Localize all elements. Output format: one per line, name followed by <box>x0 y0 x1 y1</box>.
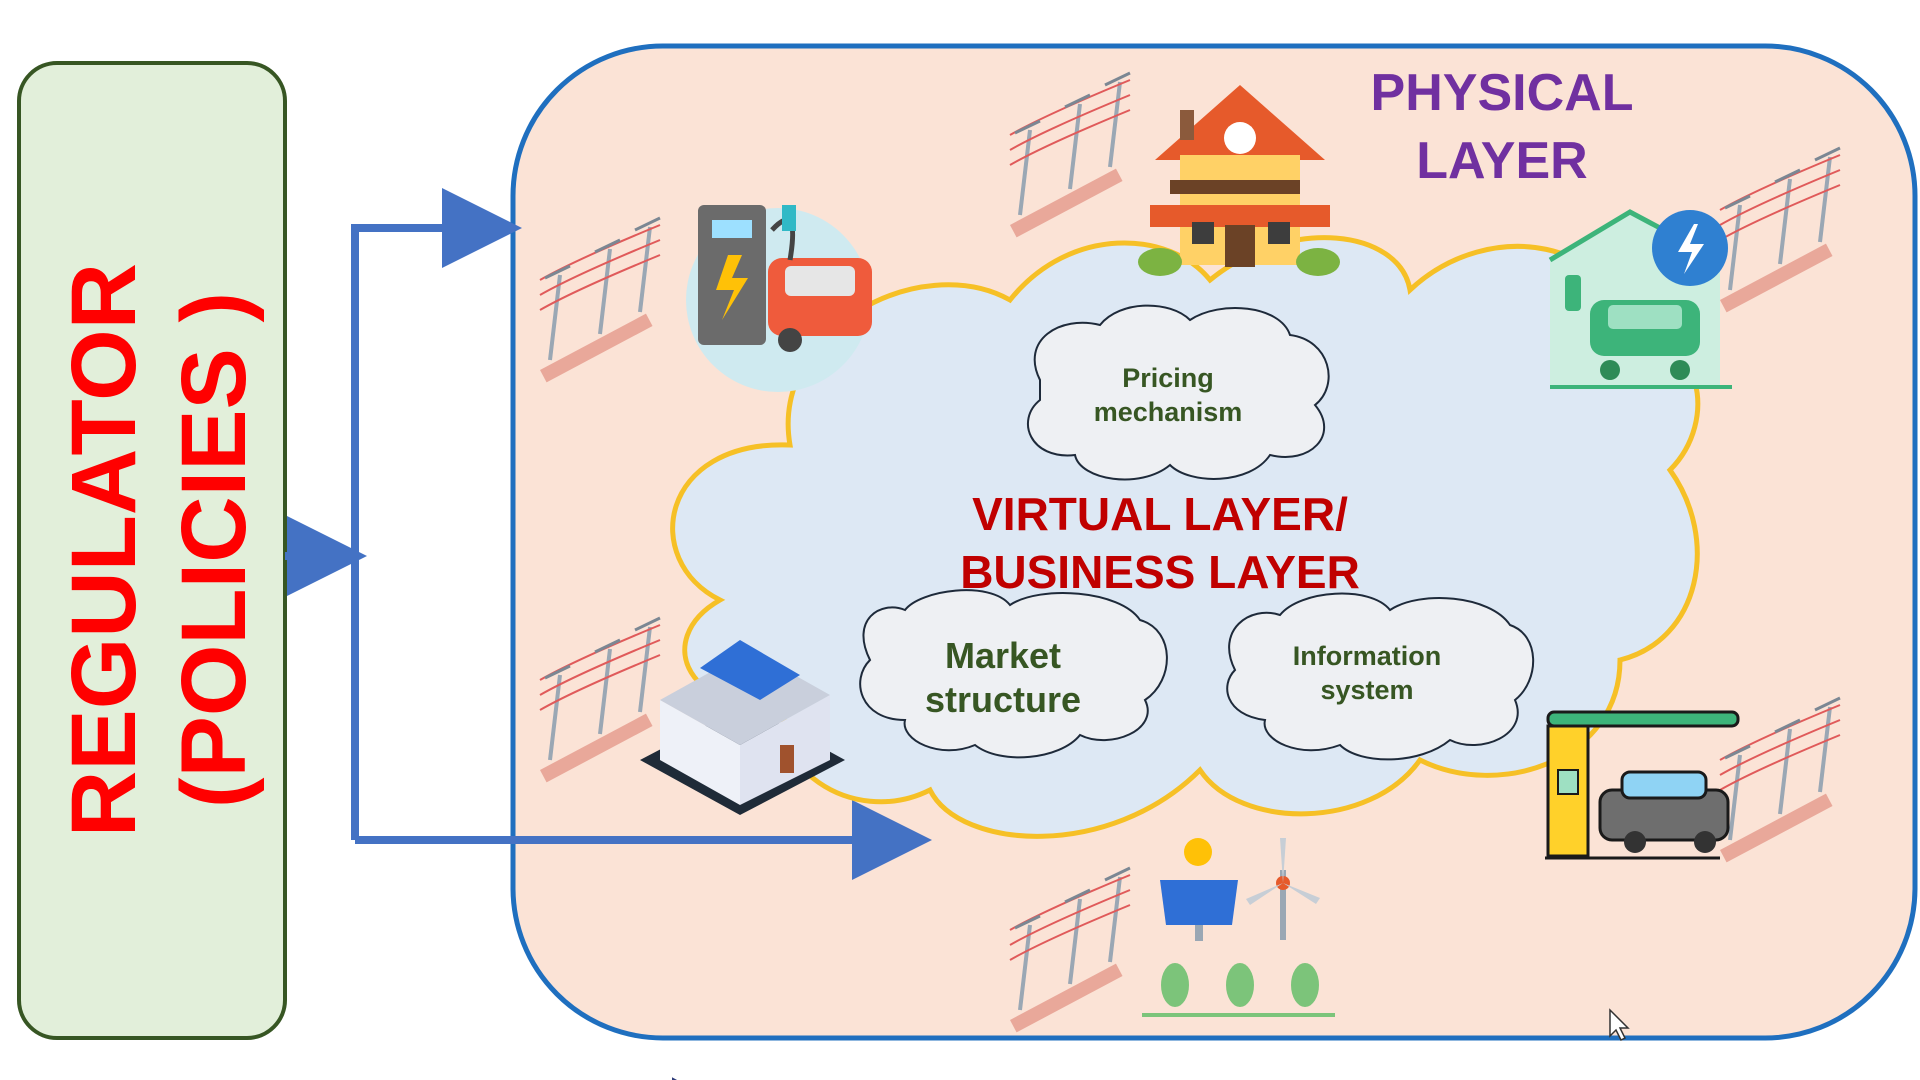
physical-layer-title-line2: LAYER <box>1416 132 1587 190</box>
home-ev-charger-icon <box>1548 209 1732 389</box>
solar-building-icon <box>640 640 845 1080</box>
pricing-mechanism-line1: Pricing <box>1122 363 1214 393</box>
physical-layer-title-line1: PHYSICAL <box>1371 64 1634 122</box>
regulator-arrows <box>285 188 932 880</box>
regulator-label: REGULATOR <box>53 263 155 837</box>
information-system-line2: system <box>1320 675 1413 705</box>
mouse-pointer-icon <box>1609 1008 1630 1042</box>
pricing-mechanism-line2: mechanism <box>1094 397 1243 427</box>
renewable-farm-icon <box>1142 838 1335 1017</box>
information-system-line1: Information <box>1293 641 1442 671</box>
pricing-mechanism-cloud: Pricing mechanism <box>1027 304 1330 481</box>
information-system-cloud: Information system <box>1226 592 1535 761</box>
policies-label: (POLICIES ) <box>163 292 265 808</box>
virtual-layer-title-line1: VIRTUAL LAYER/ <box>972 488 1348 540</box>
market-structure-line1: Market <box>945 635 1061 676</box>
regulator-box: REGULATOR (POLICIES ) <box>17 61 287 1040</box>
house-icon <box>1138 85 1340 276</box>
market-structure-cloud: Market structure <box>859 589 1168 759</box>
ev-charging-canopy-icon <box>1545 710 1740 860</box>
virtual-layer-title-line2: BUSINESS LAYER <box>960 546 1360 598</box>
market-structure-line2: structure <box>925 679 1081 720</box>
ev-charging-station-icon <box>686 205 872 392</box>
arrow-to-physical-layer <box>351 188 522 840</box>
